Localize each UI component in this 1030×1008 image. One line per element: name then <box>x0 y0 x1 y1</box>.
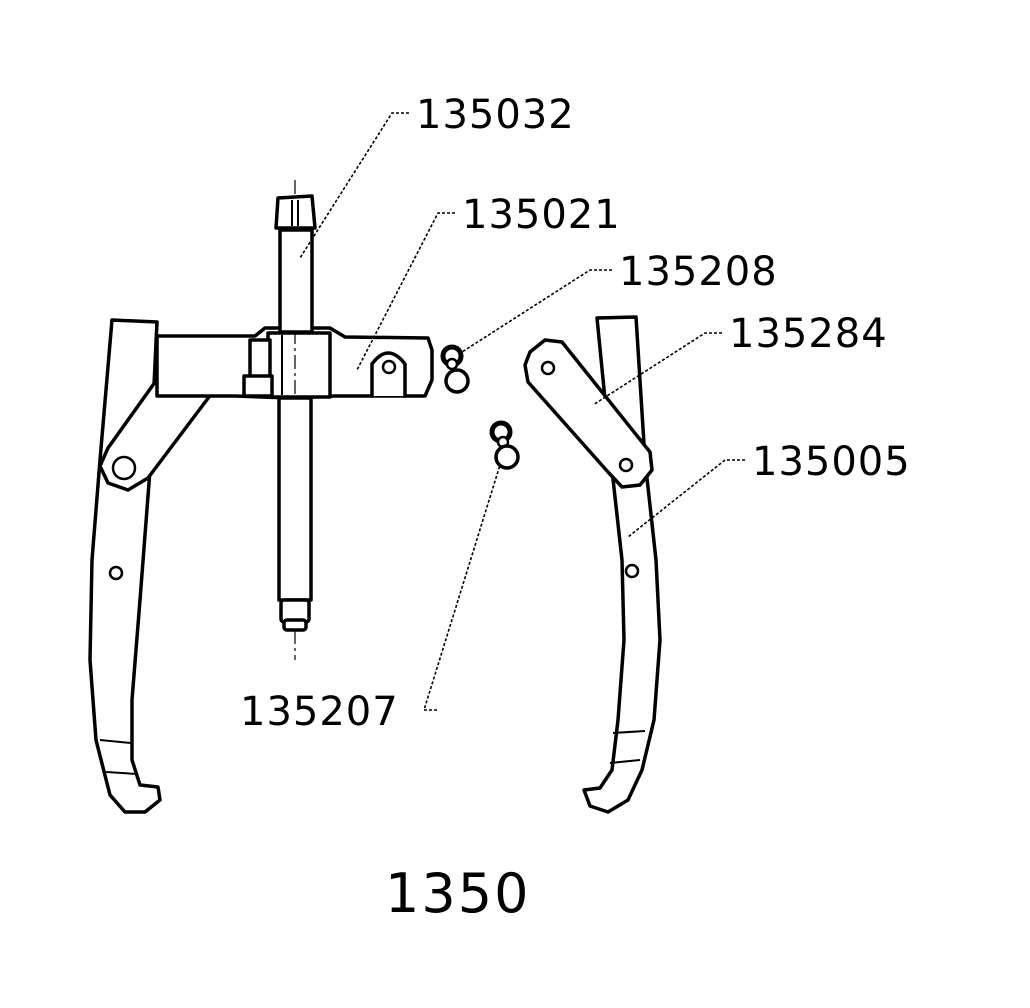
callout-135021: 135021 <box>462 192 621 238</box>
pivot-hole-icon <box>108 565 124 581</box>
pin-and-nut-upper <box>440 344 470 394</box>
right-link-arm <box>523 338 654 489</box>
assembly-number: 1350 <box>385 862 530 925</box>
callout-135005: 135005 <box>752 439 911 485</box>
pin-and-nut-lower <box>489 420 520 470</box>
callout-135284: 135284 <box>729 311 888 357</box>
callout-135207: 135207 <box>240 689 399 735</box>
callout-135208: 135208 <box>619 249 778 295</box>
forcing-screw <box>274 180 317 660</box>
leader-lines <box>299 112 745 711</box>
callout-135032: 135032 <box>416 92 575 138</box>
